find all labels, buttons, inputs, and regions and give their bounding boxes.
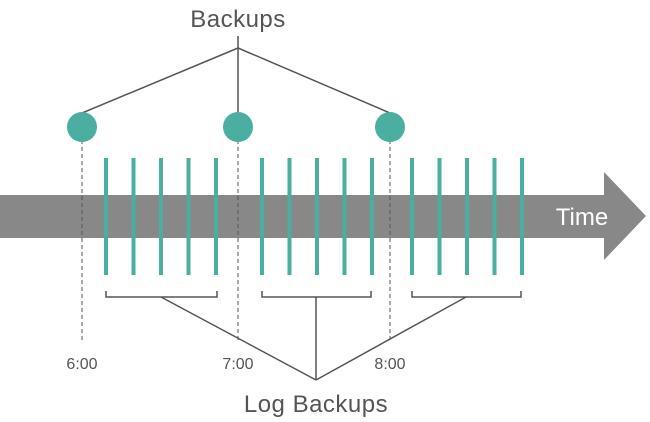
log-backup-tick xyxy=(410,158,414,275)
time-arrow-label: Time xyxy=(556,204,608,231)
log-backup-tick xyxy=(214,158,218,275)
time-label-6: 6:00 xyxy=(66,356,97,373)
log-connector-left xyxy=(160,296,317,381)
backup-dot xyxy=(67,112,97,142)
log-backup-tick xyxy=(465,158,469,275)
log-backup-tick xyxy=(186,158,191,275)
diagram-title: Backups xyxy=(190,6,286,33)
time-label-8: 8:00 xyxy=(374,356,405,373)
time-arrow-shaft xyxy=(0,195,608,238)
log-backup-tick xyxy=(104,158,108,275)
bracket-group-3 xyxy=(411,291,522,298)
log-backup-tick xyxy=(260,158,264,275)
log-backup-tick xyxy=(492,158,497,275)
log-backup-tick xyxy=(287,158,292,275)
right-backup-connector xyxy=(237,47,391,118)
backup-drop-lines xyxy=(81,140,391,343)
log-backup-tick xyxy=(131,158,136,275)
time-arrow: Time xyxy=(0,172,646,260)
log-connectors xyxy=(160,296,467,381)
backup-dot xyxy=(223,112,253,142)
log-connector-right xyxy=(315,296,467,381)
log-backup-tick xyxy=(342,158,347,275)
log-backup-tick xyxy=(370,158,374,275)
log-backup-tick xyxy=(520,158,524,275)
bracket-group-1 xyxy=(105,291,218,298)
bracket-group-2 xyxy=(261,291,372,298)
time-arrow-head xyxy=(604,172,646,260)
log-backup-tick xyxy=(437,158,442,275)
left-backup-connector xyxy=(81,47,239,118)
backup-connectors xyxy=(81,36,391,118)
backup-dot xyxy=(375,112,405,142)
time-label-7: 7:00 xyxy=(222,356,253,373)
footer-label: Log Backups xyxy=(244,391,388,418)
log-backup-ticks xyxy=(104,158,524,275)
log-group-brackets xyxy=(105,291,522,298)
backup-dots xyxy=(67,112,405,142)
log-backup-tick xyxy=(315,158,319,275)
log-backup-tick xyxy=(159,158,163,275)
